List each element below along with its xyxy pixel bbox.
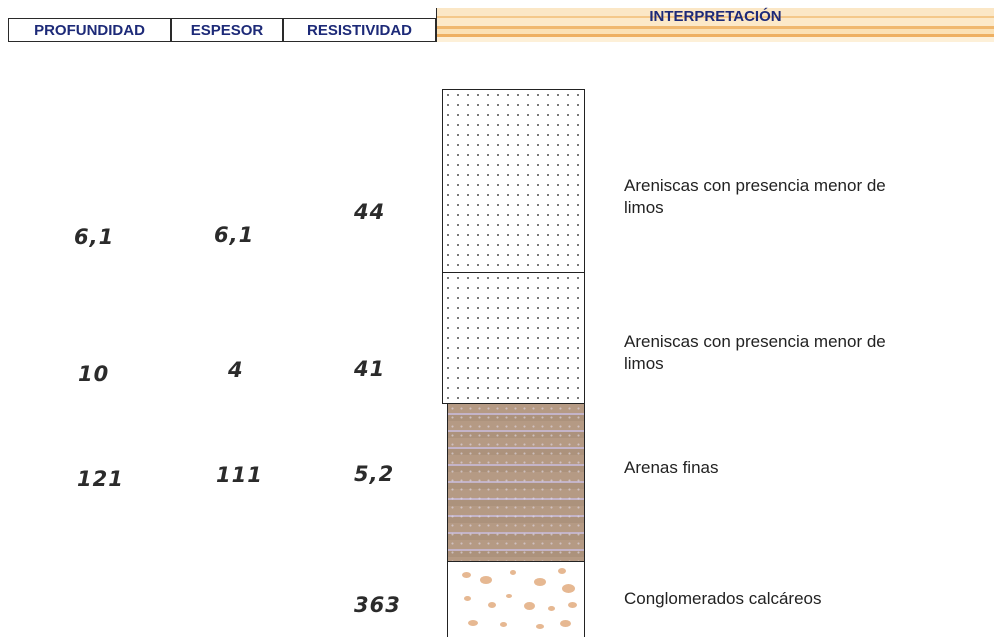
interpretation-row-3-line-1: Arenas finas — [624, 458, 719, 477]
layer-areniscas-1 — [442, 89, 585, 273]
interpretation-row-2-line-1: Areniscas con presencia menor de — [624, 332, 886, 351]
header-resistividad-label: RESISTIVIDAD — [306, 21, 412, 39]
interpretation-row-1: Areniscas con presencia menor de limos — [624, 175, 984, 219]
interpretation-row-1-line-1: Areniscas con presencia menor de — [624, 176, 886, 195]
pebble — [562, 584, 575, 593]
header-interpretacion-label: INTERPRETACIÓN — [649, 8, 782, 25]
layer-conglomerados — [447, 561, 585, 637]
header-espesor: ESPESOR — [171, 18, 283, 42]
row-1-resistividad: 44 — [354, 200, 386, 224]
pebble — [488, 602, 496, 608]
interpretation-row-4: Conglomerados calcáreos — [624, 588, 984, 610]
header-profundidad-label: PROFUNDIDAD — [34, 21, 145, 39]
header-espesor-label: ESPESOR — [190, 21, 264, 39]
pebble — [480, 576, 492, 584]
interpretation-row-3: Arenas finas — [624, 457, 984, 479]
lithology-column — [442, 89, 587, 637]
interpretation-row-1-line-2: limos — [624, 198, 664, 217]
row-2-profundidad: 10 — [78, 362, 110, 386]
table-header: PROFUNDIDAD ESPESOR RESISTIVIDAD INTERPR… — [8, 6, 996, 46]
row-2-resistividad: 41 — [354, 357, 386, 381]
row-2-espesor: 4 — [228, 358, 244, 382]
interpretation-row-4-line-1: Conglomerados calcáreos — [624, 589, 822, 608]
header-interpretacion: INTERPRETACIÓN — [436, 8, 994, 42]
row-1-espesor: 6,1 — [214, 223, 255, 247]
layer-arenas-finas — [447, 403, 585, 562]
pebble — [506, 594, 512, 598]
layer-areniscas-2 — [442, 272, 585, 404]
pebble — [462, 572, 471, 578]
header-resistividad: RESISTIVIDAD — [283, 18, 436, 42]
pebble — [568, 602, 577, 608]
pebble — [560, 620, 571, 627]
pebble — [500, 622, 507, 627]
pebble — [510, 570, 516, 575]
pebble — [524, 602, 535, 610]
pebble — [536, 624, 544, 629]
interpretation-row-2-line-2: limos — [624, 354, 664, 373]
interpretation-row-2: Areniscas con presencia menor de limos — [624, 331, 984, 375]
row-4-resistividad: 363 — [354, 593, 401, 617]
pebble — [548, 606, 555, 611]
header-profundidad: PROFUNDIDAD — [8, 18, 171, 42]
pebble — [464, 596, 471, 601]
row-3-resistividad: 5,2 — [354, 462, 395, 486]
pebble — [558, 568, 566, 574]
row-1-profundidad: 6,1 — [74, 225, 115, 249]
row-3-espesor: 111 — [216, 463, 263, 487]
pebble — [468, 620, 478, 626]
pebble — [534, 578, 546, 586]
row-3-profundidad: 121 — [77, 467, 124, 491]
